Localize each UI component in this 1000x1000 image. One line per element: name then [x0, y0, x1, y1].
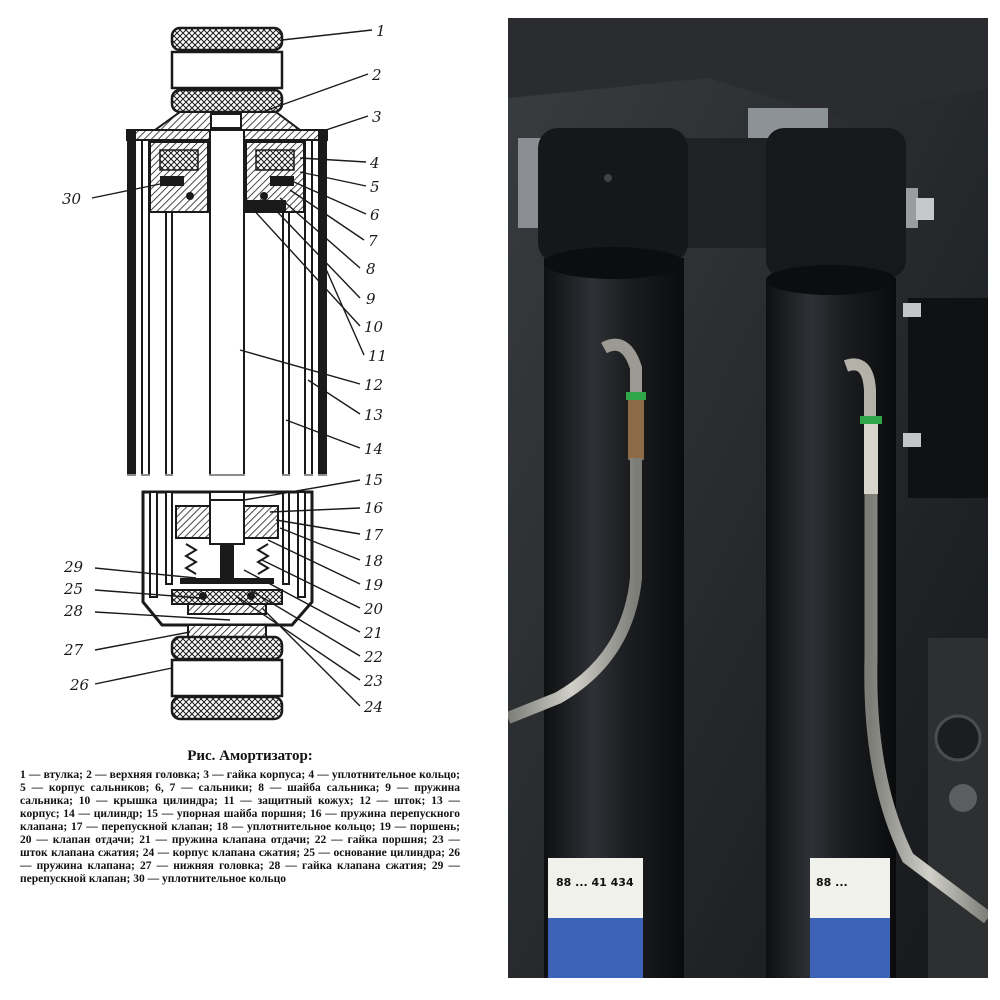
callout-27: 27: [63, 641, 84, 659]
lower-section: [141, 490, 314, 627]
callout-23: 23: [363, 672, 383, 690]
callout-15: 15: [364, 471, 383, 489]
callout-19: 19: [364, 576, 384, 594]
caption-legend: 1 — втулка; 2 — верхняя головка; 3 — гай…: [20, 769, 460, 885]
left-damper-label: 88 ... 41 434: [556, 876, 634, 889]
callout-25: 25: [63, 580, 83, 598]
callout-labels: 1 2 3 4 5 6 7 8 9 10 11 12 13 14 15 16 1…: [62, 22, 387, 716]
leader-lines: [91, 29, 373, 707]
bottom-bushing: [170, 624, 284, 721]
callout-18: 18: [364, 552, 383, 570]
callout-10: 10: [364, 318, 384, 336]
callout-5: 5: [370, 178, 380, 196]
piston-rod: [209, 129, 245, 476]
left-green-ring: [626, 392, 646, 400]
callout-7: 7: [368, 232, 378, 250]
callout-11: 11: [368, 347, 387, 365]
callout-6: 6: [370, 206, 380, 224]
callout-26: 26: [69, 676, 90, 694]
callout-8: 8: [366, 260, 376, 278]
top-bushing: [170, 26, 284, 114]
callout-17: 17: [364, 526, 384, 544]
callout-22: 22: [363, 648, 383, 666]
right-green-ring: [860, 416, 882, 424]
shock-absorber-diagram: 1 2 3 4 5 6 7 8 9 10 11 12 13 14 15 16 1…: [62, 22, 387, 721]
callout-14: 14: [364, 440, 383, 458]
callout-16: 16: [364, 499, 384, 517]
callout-2: 2: [371, 66, 382, 84]
caption-title: Рис. Амортизатор:: [187, 748, 313, 764]
right-damper-label: 88 ...: [816, 876, 848, 889]
callout-12: 12: [364, 376, 383, 394]
callout-20: 20: [363, 600, 384, 618]
callout-9: 9: [366, 290, 376, 308]
callout-13: 13: [364, 406, 383, 424]
callout-29: 29: [63, 558, 84, 576]
seal-assembly: [149, 141, 305, 213]
callout-4: 4: [369, 154, 380, 172]
callout-21: 21: [363, 624, 383, 642]
diagram-panel: 1 2 3 4 5 6 7 8 9 10 11 12 13 14 15 16 1…: [20, 22, 460, 885]
callout-1: 1: [376, 22, 386, 40]
left-damper: 88 ... 41 434: [508, 128, 688, 978]
callout-3: 3: [372, 108, 382, 126]
callout-24: 24: [363, 698, 383, 716]
right-damper: 88 ...: [766, 128, 988, 978]
callout-28: 28: [63, 602, 83, 620]
shock-absorbers-photo: 88 ... 41 434 88 ...: [508, 18, 988, 978]
callout-30: 30: [62, 190, 82, 208]
